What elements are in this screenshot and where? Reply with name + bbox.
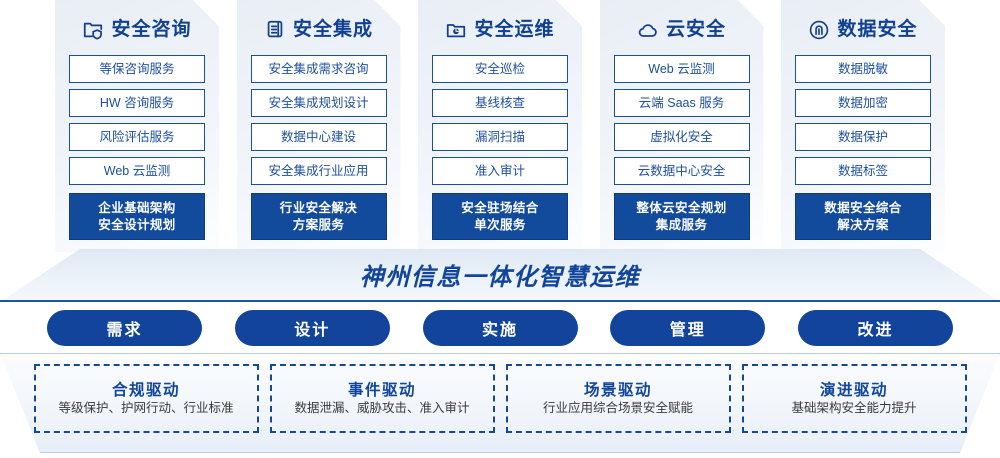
card-summary-line2: 方案服务	[292, 218, 345, 233]
lifecycle-pill-management[interactable]: 管理	[610, 310, 766, 346]
card-summary-line1: 安全驻场结合	[461, 201, 539, 216]
service-item[interactable]: 风险评估服务	[69, 123, 205, 151]
driver-compliance[interactable]: 合规驱动 等级保护、护网行动、行业标准	[33, 364, 259, 433]
driver-subtitle: 数据泄漏、威胁攻击、准入审计	[294, 401, 470, 415]
service-item[interactable]: 安全巡检	[432, 55, 568, 83]
lifecycle-pills-row: 需求 设计 实施 管理 改进	[0, 310, 1000, 346]
service-item[interactable]: 准入审计	[432, 157, 568, 185]
service-item[interactable]: 数据脱敏	[795, 55, 931, 83]
drivers-panel: 合规驱动 等级保护、护网行动、行业标准 事件驱动 数据泄漏、威胁攻击、准入审计 …	[0, 353, 1000, 453]
card-summary[interactable]: 安全驻场结合 单次服务	[432, 193, 568, 240]
driver-title: 场景驱动	[583, 381, 652, 399]
service-item[interactable]: 安全集成规划设计	[251, 89, 387, 117]
card-summary-line1: 整体云安全规划	[636, 201, 727, 216]
card-title: 安全咨询	[111, 19, 192, 41]
folder-chart-icon	[445, 19, 467, 41]
card-summary-line1: 行业安全解决	[279, 201, 358, 216]
driver-title: 事件驱动	[347, 381, 416, 399]
capability-card-security-operations[interactable]: 安全运维 安全巡检 基线核查 漏洞扫描 准入审计 安全驻场结合 单次服务	[418, 0, 582, 252]
card-header: 安全集成	[251, 14, 387, 46]
card-summary-line2: 集成服务	[655, 218, 708, 233]
driver-subtitle: 行业应用综合场景安全赋能	[542, 401, 693, 415]
service-item[interactable]: 安全集成需求咨询	[251, 55, 387, 83]
card-summary-line2: 单次服务	[474, 218, 526, 233]
service-item[interactable]: HW 咨询服务	[69, 89, 205, 117]
card-title: 数据安全	[837, 19, 918, 41]
card-summary[interactable]: 企业基础架构 安全设计规划	[69, 193, 205, 240]
driver-evolution[interactable]: 演进驱动 基础架构安全能力提升	[741, 364, 967, 433]
service-item[interactable]: Web 云监测	[69, 157, 205, 185]
service-item[interactable]: 数据加密	[795, 89, 931, 117]
driver-subtitle: 基础架构安全能力提升	[791, 401, 917, 415]
service-item[interactable]: 等保咨询服务	[69, 55, 205, 83]
service-item[interactable]: 数据中心建设	[251, 123, 387, 151]
capability-card-cloud-security[interactable]: 云安全 Web 云监测 云端 Saas 服务 虚拟化安全 云数据中心安全 整体云…	[600, 0, 764, 252]
card-summary[interactable]: 整体云安全规划 集成服务	[614, 193, 750, 240]
lifecycle-pill-implementation[interactable]: 实施	[422, 310, 578, 346]
service-item[interactable]: 数据标签	[795, 157, 931, 185]
card-header: 数据安全	[795, 14, 931, 46]
card-title: 云安全	[665, 19, 726, 41]
capability-cards-row: 安全咨询 等保咨询服务 HW 咨询服务 风险评估服务 Web 云监测 企业基础架…	[0, 0, 1000, 252]
card-summary[interactable]: 数据安全综合 解决方案	[795, 193, 931, 240]
banner-underline	[0, 300, 1000, 302]
card-summary-line1: 企业基础架构	[98, 201, 176, 216]
lifecycle-pill-demand[interactable]: 需求	[47, 310, 202, 346]
card-summary-line1: 数据安全综合	[824, 201, 902, 216]
card-header: 云安全	[614, 14, 750, 46]
cloud-icon	[637, 19, 659, 41]
documents-stack-icon	[264, 19, 286, 41]
platform-banner-title: 神州信息一体化智慧运维	[359, 264, 641, 291]
card-header: 安全咨询	[69, 14, 205, 46]
fingerprint-icon	[808, 19, 830, 41]
card-title: 安全运维	[474, 19, 555, 41]
driver-subtitle: 等级保护、护网行动、行业标准	[58, 401, 234, 415]
card-title: 安全集成	[292, 19, 373, 41]
card-summary-line2: 安全设计规划	[98, 218, 176, 233]
service-item[interactable]: 基线核查	[432, 89, 568, 117]
service-item[interactable]: 云数据中心安全	[614, 157, 750, 185]
service-item[interactable]: 安全集成行业应用	[251, 157, 387, 185]
folder-shield-icon	[82, 19, 104, 41]
driver-title: 演进驱动	[819, 381, 888, 399]
service-item[interactable]: Web 云监测	[614, 55, 750, 83]
card-header: 安全运维	[432, 14, 568, 46]
platform-banner: 神州信息一体化智慧运维	[0, 249, 1000, 302]
capability-card-security-consulting[interactable]: 安全咨询 等保咨询服务 HW 咨询服务 风险评估服务 Web 云监测 企业基础架…	[55, 0, 219, 252]
service-item[interactable]: 虚拟化安全	[614, 123, 750, 151]
lifecycle-pill-design[interactable]: 设计	[234, 310, 390, 346]
driver-incident[interactable]: 事件驱动 数据泄漏、威胁攻击、准入审计	[269, 364, 495, 433]
lifecycle-pill-improvement[interactable]: 改进	[798, 310, 953, 346]
card-summary[interactable]: 行业安全解决 方案服务	[251, 193, 387, 240]
capability-card-security-integration[interactable]: 安全集成 安全集成需求咨询 安全集成规划设计 数据中心建设 安全集成行业应用 行…	[237, 0, 401, 252]
driver-scenario[interactable]: 场景驱动 行业应用综合场景安全赋能	[505, 364, 731, 433]
service-item[interactable]: 数据保护	[795, 123, 931, 151]
card-summary-line2: 解决方案	[837, 218, 889, 233]
driver-title: 合规驱动	[111, 381, 180, 399]
service-item[interactable]: 漏洞扫描	[432, 123, 568, 151]
capability-card-data-security[interactable]: 数据安全 数据脱敏 数据加密 数据保护 数据标签 数据安全综合 解决方案	[781, 0, 945, 252]
service-item[interactable]: 云端 Saas 服务	[614, 89, 750, 117]
